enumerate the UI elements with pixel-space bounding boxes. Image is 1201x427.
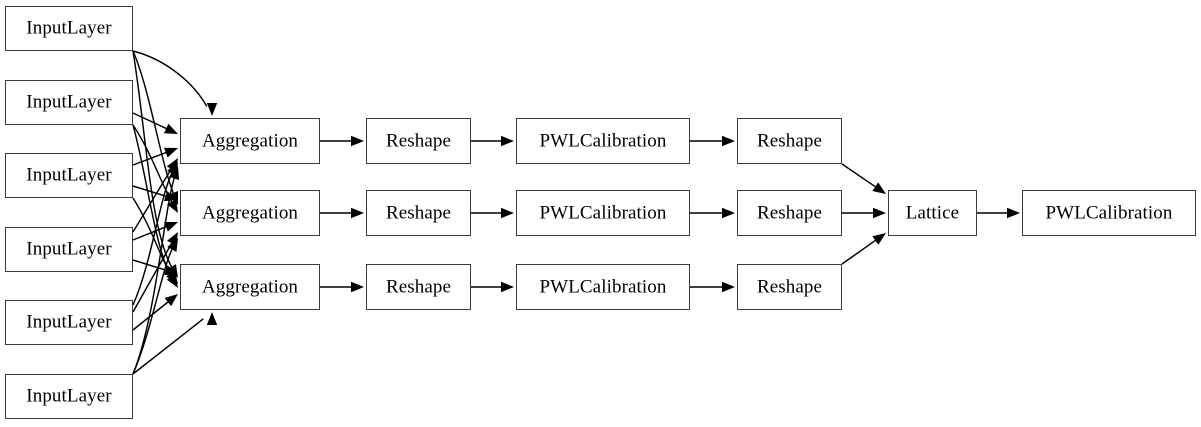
graph-node-lattice[interactable]: Lattice xyxy=(888,190,977,236)
graph-node-rs_a2[interactable]: Reshape xyxy=(366,190,471,236)
graph-node-label: PWLCalibration xyxy=(539,202,667,223)
graph-node-input_5[interactable]: InputLayer xyxy=(5,300,133,345)
graph-node-input_3[interactable]: InputLayer xyxy=(5,153,133,198)
graph-node-label: InputLayer xyxy=(26,91,112,113)
graph-node-pwl_out[interactable]: PWLCalibration xyxy=(1022,190,1196,236)
graph-node-label: Aggregation xyxy=(201,276,299,297)
graph-node-label: InputLayer xyxy=(26,238,112,260)
graph-node-label: InputLayer xyxy=(26,385,112,407)
graph-node-pwl_3[interactable]: PWLCalibration xyxy=(516,264,690,310)
graph-node-label: Reshape xyxy=(756,276,823,297)
graph-node-rs_a3[interactable]: Reshape xyxy=(366,264,471,310)
graph-node-label: PWLCalibration xyxy=(539,130,667,151)
graph-node-label: PWLCalibration xyxy=(539,276,667,297)
graph-node-pwl_1[interactable]: PWLCalibration xyxy=(516,118,690,164)
graph-node-label: InputLayer xyxy=(26,164,112,186)
graph-node-rs_b2[interactable]: Reshape xyxy=(737,190,842,236)
graph-node-label: Reshape xyxy=(385,202,452,223)
graph-node-label: PWLCalibration xyxy=(1045,202,1173,223)
graph-node-agg_3[interactable]: Aggregation xyxy=(180,264,320,310)
graph-node-input_1[interactable]: InputLayer xyxy=(5,6,133,51)
graph-node-input_6[interactable]: InputLayer xyxy=(5,374,133,419)
graph-node-label: Reshape xyxy=(385,130,452,151)
graph-node-label: Aggregation xyxy=(201,202,299,223)
graph-node-rs_b3[interactable]: Reshape xyxy=(737,264,842,310)
graph-node-label: InputLayer xyxy=(26,17,112,39)
graph-node-label: Reshape xyxy=(756,202,823,223)
graph-node-rs_a1[interactable]: Reshape xyxy=(366,118,471,164)
graph-node-label: Reshape xyxy=(756,130,823,151)
graph-node-label: InputLayer xyxy=(26,311,112,333)
graph-node-agg_2[interactable]: Aggregation xyxy=(180,190,320,236)
graph-node-input_2[interactable]: InputLayer xyxy=(5,80,133,125)
graph-node-pwl_2[interactable]: PWLCalibration xyxy=(516,190,690,236)
graph-node-input_4[interactable]: InputLayer xyxy=(5,227,133,272)
graph-node-label: Aggregation xyxy=(201,130,299,151)
graph-node-agg_1[interactable]: Aggregation xyxy=(180,118,320,164)
graph-node-rs_b1[interactable]: Reshape xyxy=(737,118,842,164)
graph-node-label: Lattice xyxy=(905,202,960,223)
graph-node-label: Reshape xyxy=(385,276,452,297)
